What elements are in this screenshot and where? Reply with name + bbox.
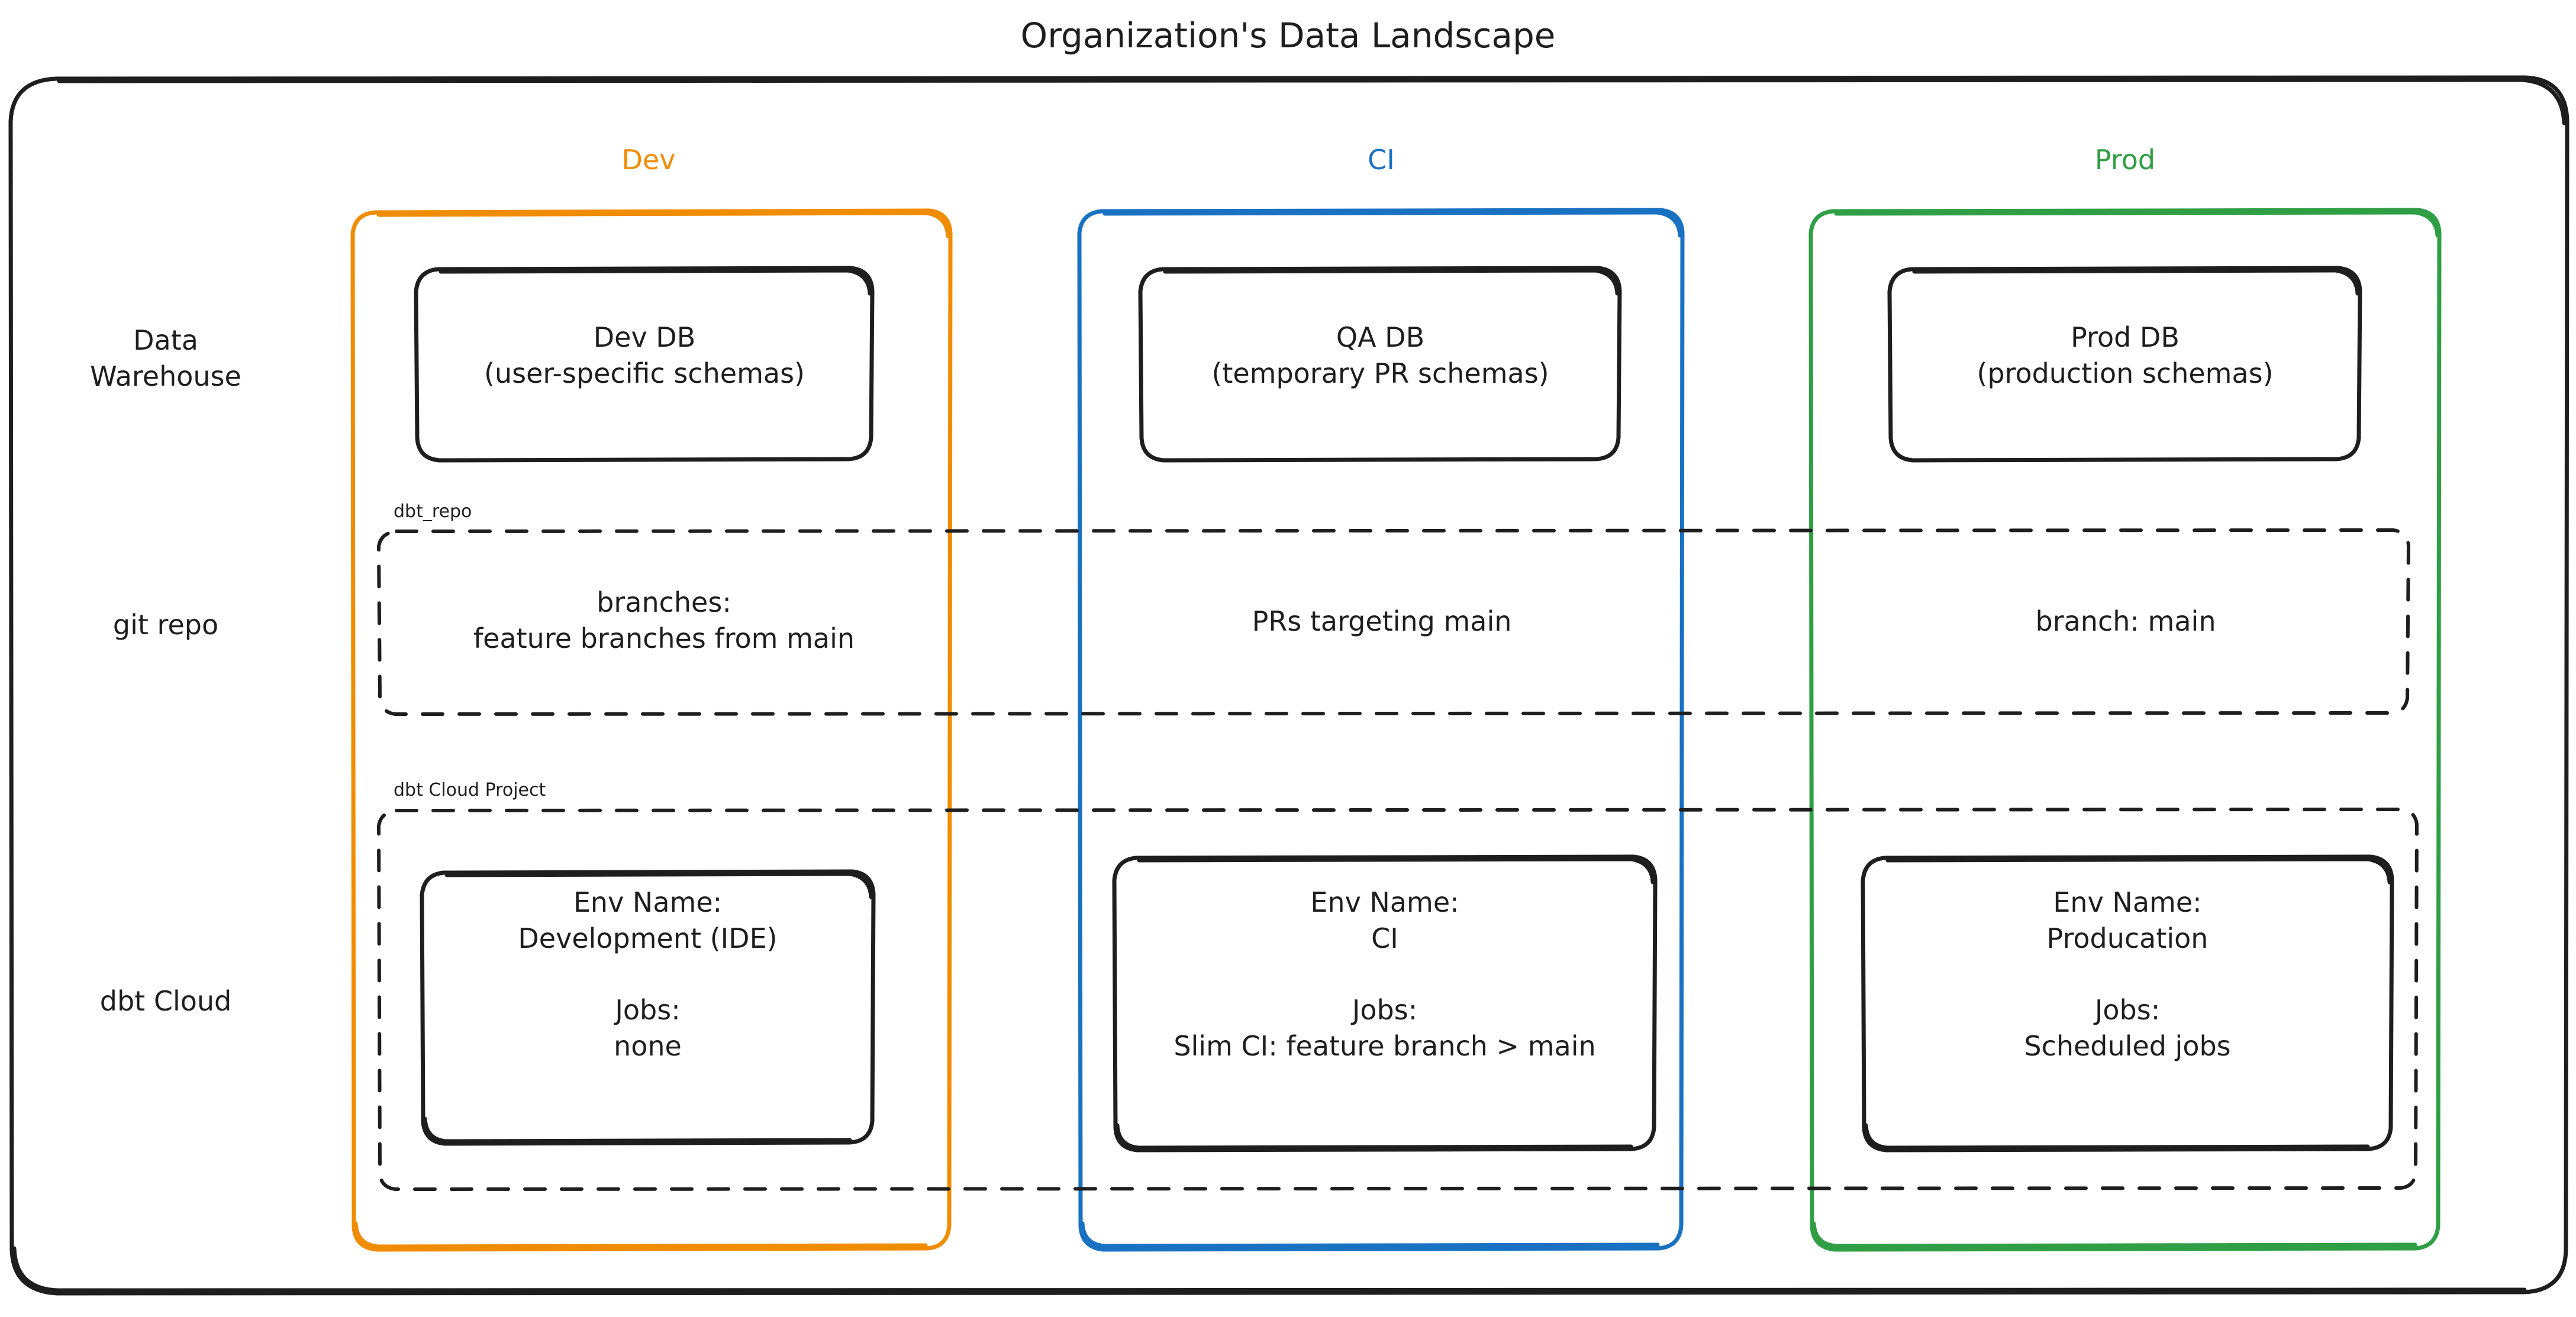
cell-dbtcloud-ci: Env Name: CI Jobs: Slim CI: feature bran… xyxy=(1173,886,1596,1062)
prod-column-frame xyxy=(1808,208,2442,1252)
ci-column-frame xyxy=(1077,208,1685,1252)
outer-frame xyxy=(8,75,2569,1296)
dbt-cloud-project-dashed-container xyxy=(377,808,2419,1191)
ci-env-box xyxy=(1112,854,1658,1153)
row-header-dbt-cloud: dbt Cloud xyxy=(99,985,232,1017)
cell-git-dev: branches: feature branches from main xyxy=(473,586,855,654)
prod-env-box xyxy=(1861,854,2394,1153)
cell-dbtcloud-dev: Env Name: Development (IDE) Jobs: none xyxy=(518,886,778,1062)
prod-db-box xyxy=(1887,266,2362,463)
page-title: Organization's Data Landscape xyxy=(1020,15,1556,56)
dev-db-box xyxy=(414,266,875,463)
cell-dbtcloud-prod: Env Name: Producation Jobs: Scheduled jo… xyxy=(2024,886,2231,1062)
group-tag-dbt-cloud-project: dbt Cloud Project xyxy=(394,780,546,800)
column-header-ci: CI xyxy=(1368,144,1395,176)
column-header-prod: Prod xyxy=(2094,144,2156,176)
cell-warehouse-ci: QA DB (temporary PR schemas) xyxy=(1211,321,1549,389)
group-tag-dbt-repo: dbt_repo xyxy=(394,501,472,522)
column-header-dev: Dev xyxy=(621,144,676,176)
row-header-data-warehouse: Data Warehouse xyxy=(90,324,241,392)
dev-env-box xyxy=(420,869,876,1146)
cell-git-ci: PRs targeting main xyxy=(1252,605,1512,637)
row-header-git-repo: git repo xyxy=(112,609,219,641)
dev-column-frame xyxy=(350,208,953,1252)
qa-db-box xyxy=(1138,266,1622,463)
cell-warehouse-dev: Dev DB (user-specific schemas) xyxy=(484,321,805,389)
cell-git-prod: branch: main xyxy=(2035,605,2216,637)
cell-warehouse-prod: Prod DB (production schemas) xyxy=(1977,321,2274,389)
git-repo-dashed-container xyxy=(377,528,2410,716)
